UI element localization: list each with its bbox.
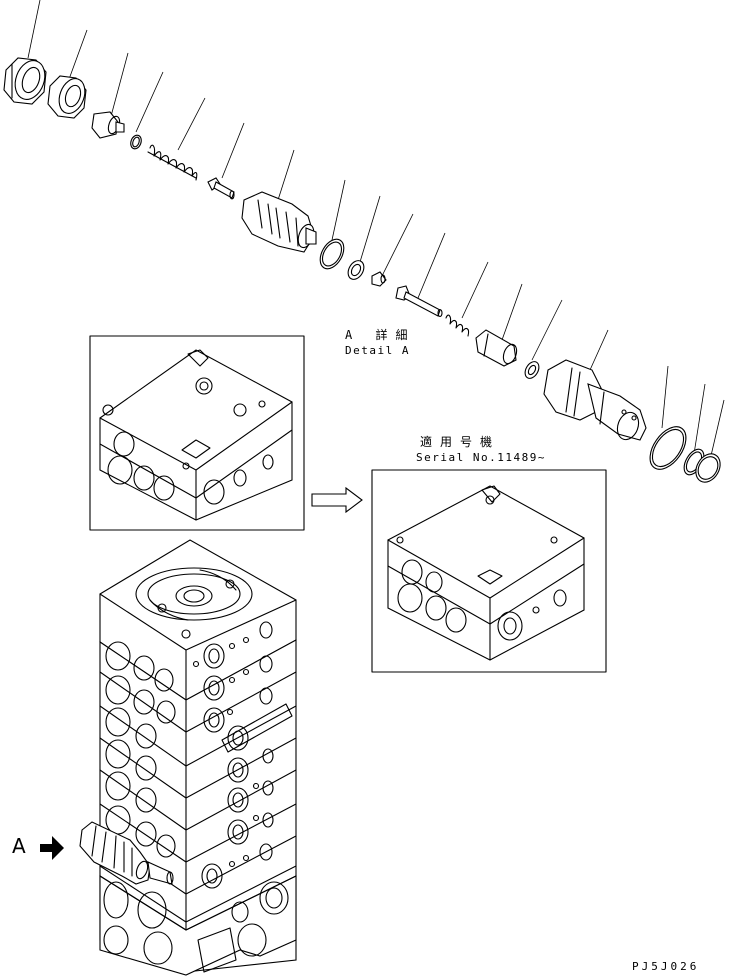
part-plug-body xyxy=(543,359,647,441)
pointer-arrow-icon xyxy=(40,836,64,860)
exploded-parts-row xyxy=(3,0,725,483)
part-hex-nut xyxy=(3,57,47,105)
detail-a-english-label: Detail A xyxy=(345,344,410,357)
valve-bottom-section xyxy=(99,875,297,976)
part-relief-valve-body xyxy=(241,191,317,253)
drawing-code: PJ5J026 xyxy=(632,960,700,973)
part-seal-ring xyxy=(524,361,540,379)
serial-note-english-label: Serial No.11489~ xyxy=(416,451,546,464)
part-poppet-pin xyxy=(207,177,235,200)
part-backup-ring xyxy=(347,260,365,280)
part-piston xyxy=(475,329,518,367)
leader-lines xyxy=(27,0,725,461)
part-o-ring-3 xyxy=(695,453,721,483)
part-small-o-ring xyxy=(130,134,142,150)
part-sleeve xyxy=(91,111,125,139)
detail-a-block xyxy=(99,349,293,521)
detail-a-box xyxy=(89,335,305,531)
serial-detail-box xyxy=(371,469,607,673)
part-ring-nut xyxy=(47,75,87,119)
valve-stack xyxy=(79,539,297,976)
part-spring xyxy=(147,144,198,181)
serial-detail-block xyxy=(387,485,585,661)
serial-note-japanese-label: 適用号機 xyxy=(420,435,501,449)
valve-sections xyxy=(99,621,297,973)
relief-cartridge xyxy=(79,821,174,885)
part-small-poppet xyxy=(371,271,387,287)
detail-a-japanese-label: A 詳細 xyxy=(345,328,416,342)
hollow-arrow xyxy=(311,486,363,514)
part-large-o-ring-2 xyxy=(649,426,687,470)
pointer-label: A xyxy=(12,834,26,858)
part-large-o-ring xyxy=(319,238,345,270)
part-small-spring xyxy=(445,314,470,337)
part-plunger-rod xyxy=(395,285,443,318)
